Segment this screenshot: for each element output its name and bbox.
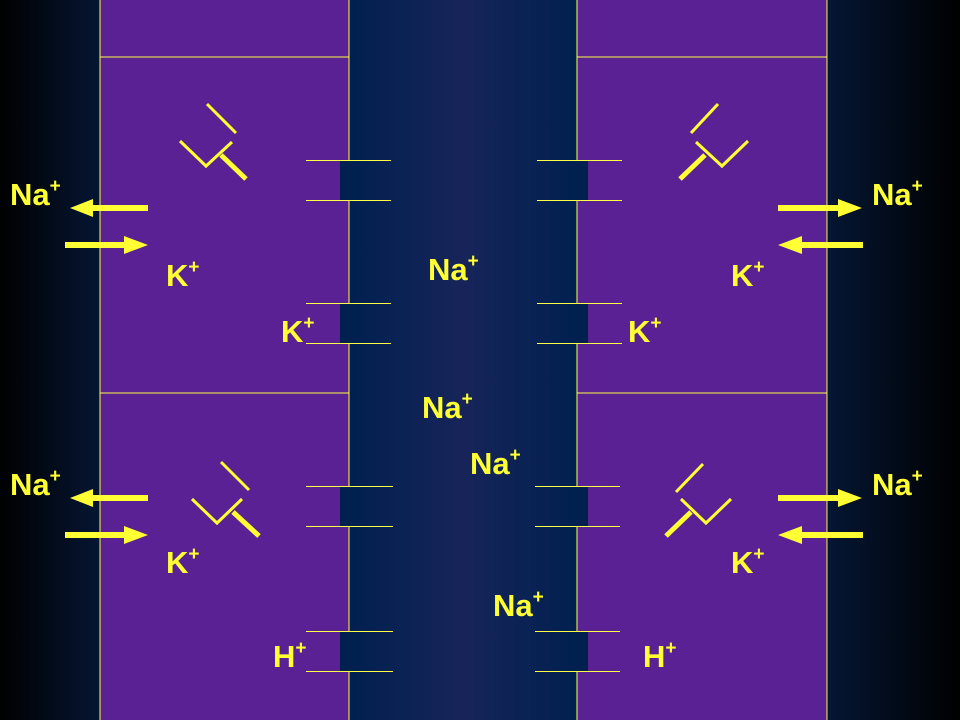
channel-right-3 [568, 487, 588, 526]
pump-right-upper [678, 102, 750, 181]
label-k-channel-left: K+ [281, 313, 315, 349]
label-na-right-upper: Na+ [872, 176, 923, 212]
cell-right-0 [576, 0, 828, 58]
arrow-left-lower-in [65, 526, 148, 544]
arrow-left-lower-out [70, 489, 148, 507]
label-na-right-lower: Na+ [872, 466, 923, 502]
channel-right-1 [568, 161, 588, 200]
label-k-right-lower: K+ [731, 544, 765, 580]
cell-left-0 [99, 0, 350, 58]
arrow-left-upper-in [65, 236, 148, 254]
channel-left-1 [340, 161, 360, 200]
channel-left-2 [340, 304, 360, 343]
label-na-left-lower: Na+ [10, 466, 61, 502]
arrow-left-upper-out [70, 199, 148, 217]
channel-left-4 [340, 632, 360, 671]
label-k-left-upper: K+ [166, 257, 200, 293]
label-na-lumen-2: Na+ [422, 389, 473, 425]
channels [306, 160, 622, 672]
pump-left-lower [190, 460, 261, 538]
arrow-right-upper-in [778, 236, 863, 254]
label-na-lumen-4: Na+ [493, 587, 544, 623]
interstitium-left [0, 0, 100, 720]
label-h-right: H+ [643, 638, 677, 674]
label-k-right-upper: K+ [731, 257, 765, 293]
channel-right-4 [568, 632, 588, 671]
label-na-lumen-1: Na+ [428, 251, 479, 287]
cell-left-2 [99, 392, 350, 720]
interstitium-right [828, 0, 960, 720]
tubule-lumen [349, 0, 577, 720]
pump-left-upper [178, 102, 248, 181]
label-na-lumen-3: Na+ [470, 445, 521, 481]
label-h-left: H+ [273, 638, 307, 674]
arrow-right-lower-out [778, 489, 862, 507]
channel-left-3 [340, 487, 360, 526]
label-k-left-lower: K+ [166, 544, 200, 580]
pump-right-lower [664, 462, 733, 538]
label-k-channel-right: K+ [628, 313, 662, 349]
channel-right-2 [568, 304, 588, 343]
cell-right-1 [576, 56, 828, 394]
arrow-right-lower-in [778, 526, 863, 544]
arrow-right-upper-out [778, 199, 862, 217]
cells [99, 0, 828, 720]
pump-glyphs [178, 102, 750, 538]
arrows [65, 199, 863, 544]
cell-right-2 [576, 392, 828, 720]
label-na-left-upper: Na+ [10, 176, 61, 212]
